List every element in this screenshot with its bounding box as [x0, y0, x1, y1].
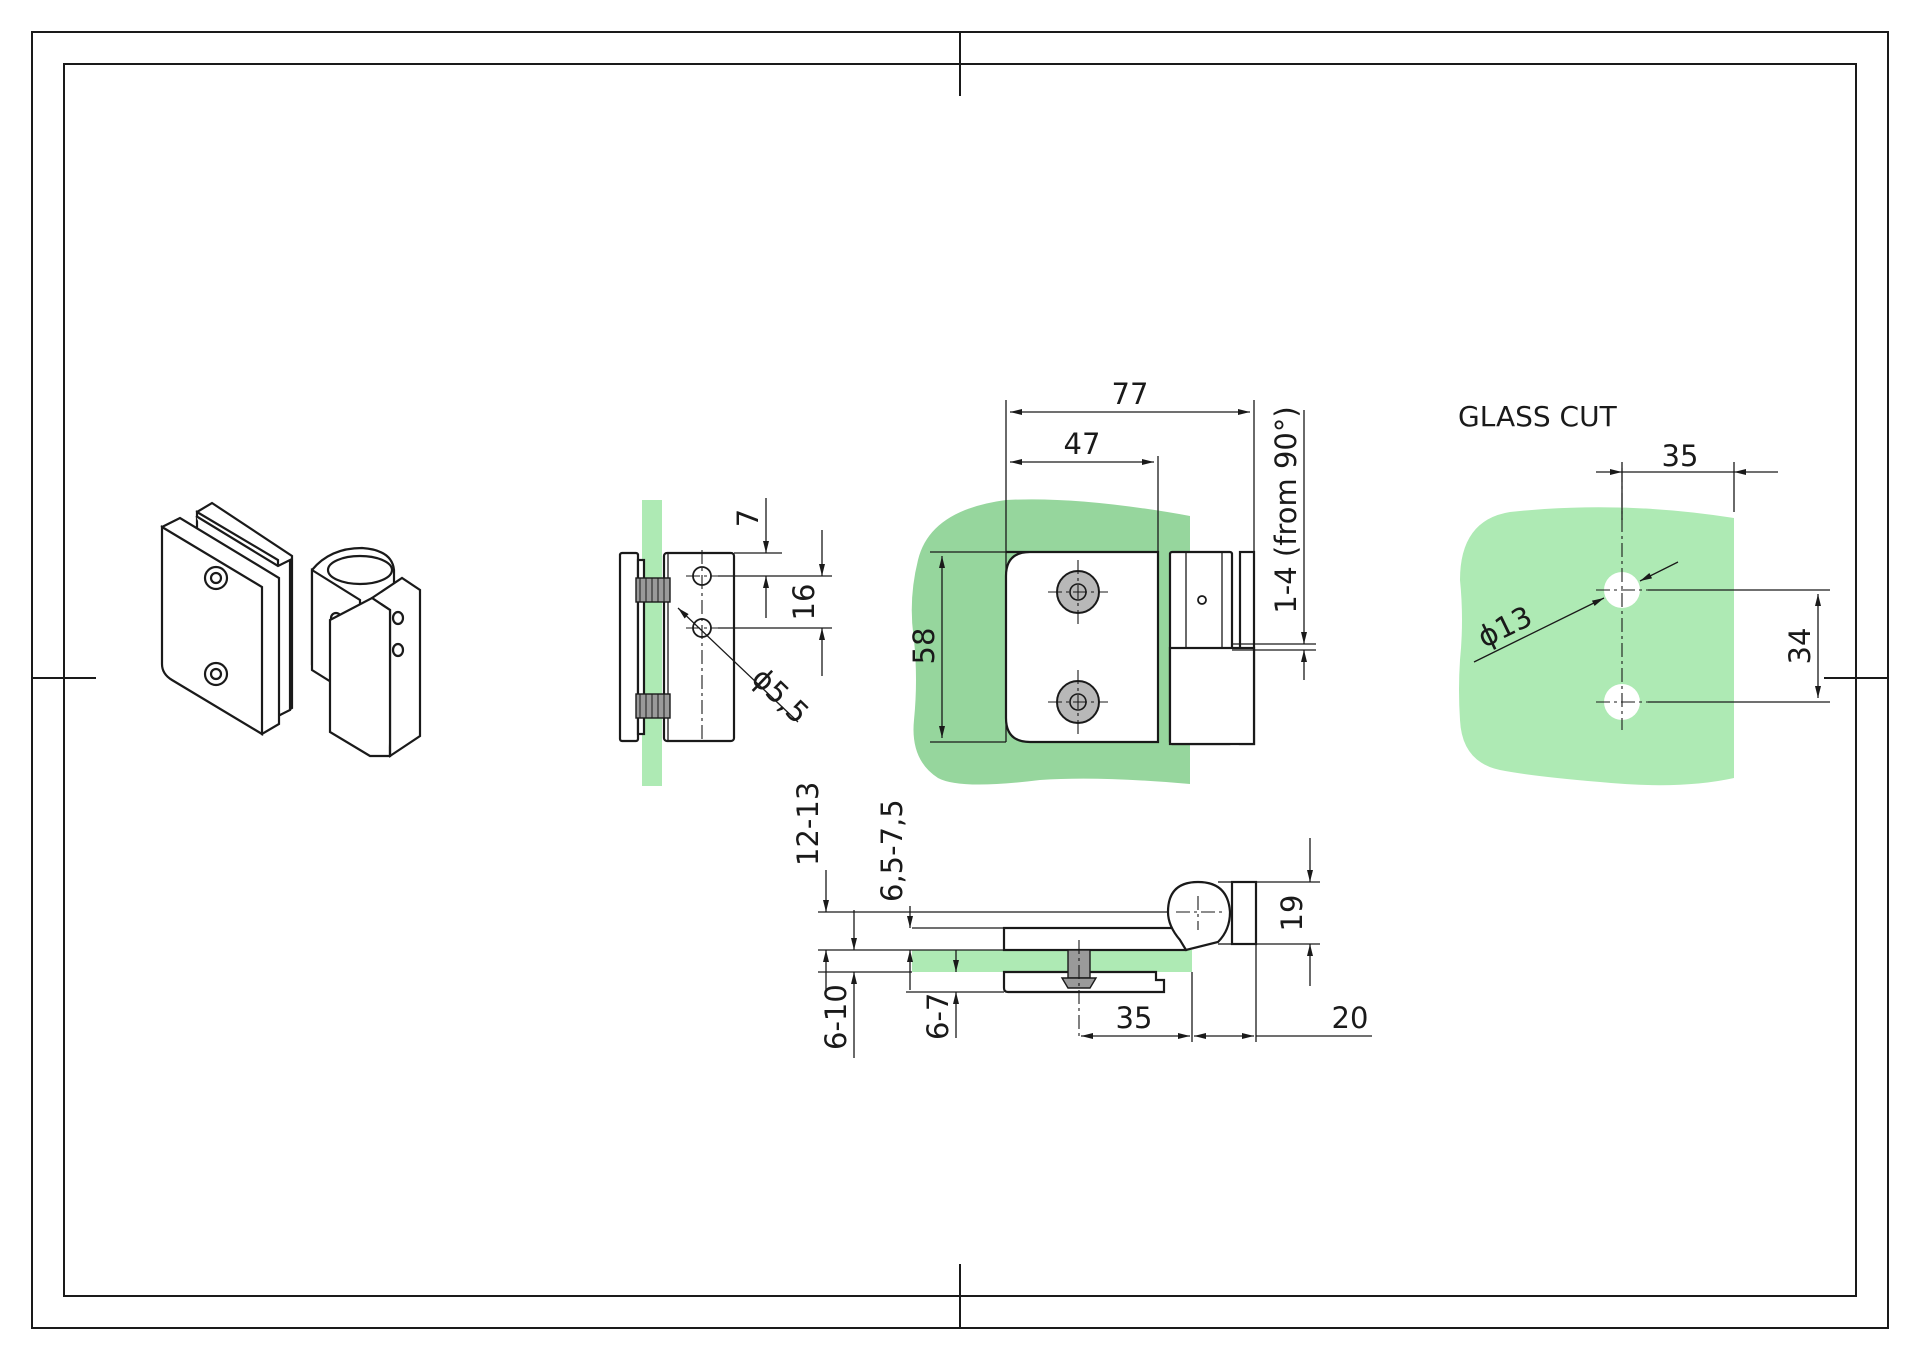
dim-hole-diameter: ϕ5,5 [745, 661, 816, 731]
front-view: 77 47 58 1-4 (from 90°) [907, 377, 1316, 785]
side-section-view: 7 16 ϕ5,5 [618, 498, 832, 786]
dim-plate-width: 47 [1064, 427, 1101, 461]
dim-offset: 6,5-7,5 [875, 799, 909, 902]
dim-glass-hole-spacing-v: 34 [1783, 628, 1817, 665]
glass-cut-view: GLASS CUT 35 ϕ13 34 [1458, 400, 1830, 786]
dim-knuckle-depth: 19 [1275, 895, 1309, 932]
glass-panel-top [912, 950, 1192, 972]
dim-overall-width: 77 [1112, 377, 1149, 411]
dim-height: 58 [907, 628, 941, 665]
isometric-hinge-view [160, 501, 422, 758]
glass-cut-title: GLASS CUT [1458, 400, 1618, 433]
glass-panel-cut [1459, 507, 1734, 786]
sheet-frame [31, 31, 1889, 1329]
dim-wall: 6-10 [819, 984, 853, 1050]
dim-adjustment: 1-4 (from 90°) [1269, 406, 1303, 613]
dim-top-offset: 7 [731, 509, 765, 527]
top-view: 19 12-13 6-10 6,5-7,5 6-7 35 20 [791, 782, 1372, 1058]
dim-glass-hole-spacing-h: 35 [1662, 439, 1699, 473]
dim-knuckle-width: 20 [1332, 1001, 1369, 1035]
dim-plate: 6-7 [921, 993, 955, 1040]
dim-screw-distance: 35 [1116, 1001, 1153, 1035]
dim-hole-spacing: 16 [787, 584, 821, 621]
dim-glass-thickness: 12-13 [791, 782, 825, 866]
